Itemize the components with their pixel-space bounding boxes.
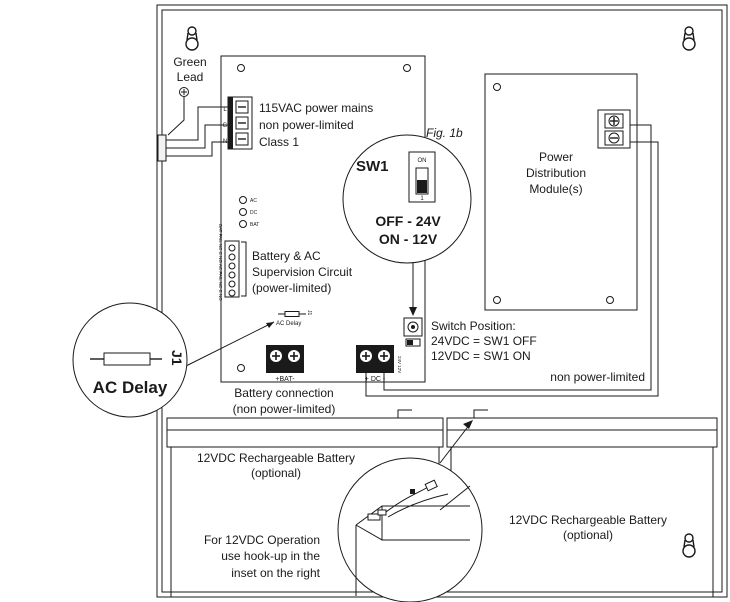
status-led-icons [239, 196, 247, 228]
j1-small-label: J1 [306, 310, 312, 316]
enclosure-outer [156, 4, 728, 598]
terminal-g-label: G [223, 123, 228, 129]
terminal-l-label: L [223, 107, 227, 113]
led-dc-label: DC [250, 210, 258, 216]
ac-delay-magnifier [72, 302, 188, 418]
ac-delay-big-label: AC Delay [93, 378, 168, 397]
ac-terminal-block [227, 96, 253, 150]
switch-position-label-1: Switch Position: [431, 319, 516, 333]
sw1-label: SW1 [356, 158, 389, 175]
ground-screw-icon [179, 87, 189, 97]
voltage-select-tiny-label: 24V 12V [397, 356, 402, 373]
pdm-terminal-block [597, 109, 631, 149]
sw1-on-small-label: ON [418, 158, 427, 164]
battery-connection-label-1: Battery connection [234, 386, 333, 400]
dc-terminal-label: + DC - [365, 376, 386, 383]
battery-left-label-1: 12VDC Rechargeable Battery [197, 451, 355, 465]
non-power-limited-right-label: non power-limited [550, 370, 645, 384]
mains-label-2: non power-limited [259, 118, 354, 132]
pcb-mount-holes [237, 64, 411, 372]
keyhole-top-right-icon [682, 26, 696, 51]
battery-right [446, 409, 718, 597]
pdm-label-1: Power [539, 150, 573, 164]
battery-right-label-2: (optional) [563, 528, 613, 542]
keyhole-bottom-right-icon [682, 533, 696, 558]
sw1-off-24v-label: OFF - 24V [375, 213, 441, 229]
pdm-label-3: Module(s) [529, 182, 582, 196]
keyhole-top-left-icon [185, 26, 199, 51]
led-bat-label: BAT [250, 222, 259, 228]
sw1-on-12v-label: ON - 12V [379, 231, 438, 247]
battery-terminal-block [266, 345, 304, 373]
switch-position-label-3: 12VDC = SW1 ON [431, 349, 531, 363]
power-distribution-module [484, 73, 638, 311]
supervision-pin-labels: BAT FAIL NC C NO AC FAIL NC C NO [218, 224, 223, 301]
sw1-magnifier [342, 134, 472, 264]
mains-label-1: 115VAC power mains [259, 101, 373, 115]
operation-note-1: For 12VDC Operation [204, 533, 320, 547]
led-ac-label: AC [250, 198, 257, 204]
dc-output-terminal-block [356, 345, 394, 373]
operation-note-3: inset on the right [231, 566, 320, 580]
green-lead-label-2: Lead [177, 70, 204, 84]
ac-delay-callout-line [185, 321, 275, 367]
switch-position-label-2: 24VDC = SW1 OFF [431, 334, 537, 348]
inset-leader-arrow-icon [463, 420, 473, 429]
battery-right-label-1: 12VDC Rechargeable Battery [509, 513, 667, 527]
dc-output-wires [365, 124, 659, 397]
j1-big-label: J1 [169, 350, 185, 366]
supervision-terminal-strip [224, 240, 247, 298]
battery-left-label-2: (optional) [251, 466, 301, 480]
inset-leader-line [439, 423, 471, 464]
ac-delay-jumper-small [278, 311, 306, 317]
operation-note-2: use hook-up in the [221, 549, 320, 563]
pdm-mount-holes [493, 83, 614, 304]
battery-hookup-inset [337, 457, 483, 602]
sw1-one-small-label: 1 [420, 196, 424, 202]
ac-delay-small-label: AC Delay [276, 321, 301, 327]
mains-wires [157, 97, 228, 162]
battery-supervision-label-1: Battery & AC [252, 249, 321, 263]
figure-label: Fig. 1b [426, 126, 463, 140]
bat-terminal-label: +BAT- [275, 376, 295, 383]
green-lead-label-1: Green [173, 55, 206, 69]
terminal-n-label: N [223, 139, 227, 145]
pdm-label-2: Distribution [526, 166, 586, 180]
battery-supervision-label-3: (power-limited) [252, 281, 331, 295]
battery-connection-label-2: (non power-limited) [233, 402, 336, 416]
battery-supervision-label-2: Supervision Circuit [252, 265, 353, 279]
sw1-board-switch [403, 317, 423, 347]
mains-label-3: Class 1 [259, 135, 299, 149]
sw1-leader-arrow-icon [409, 307, 417, 316]
ac-delay-callout-arrow-icon [266, 322, 274, 328]
